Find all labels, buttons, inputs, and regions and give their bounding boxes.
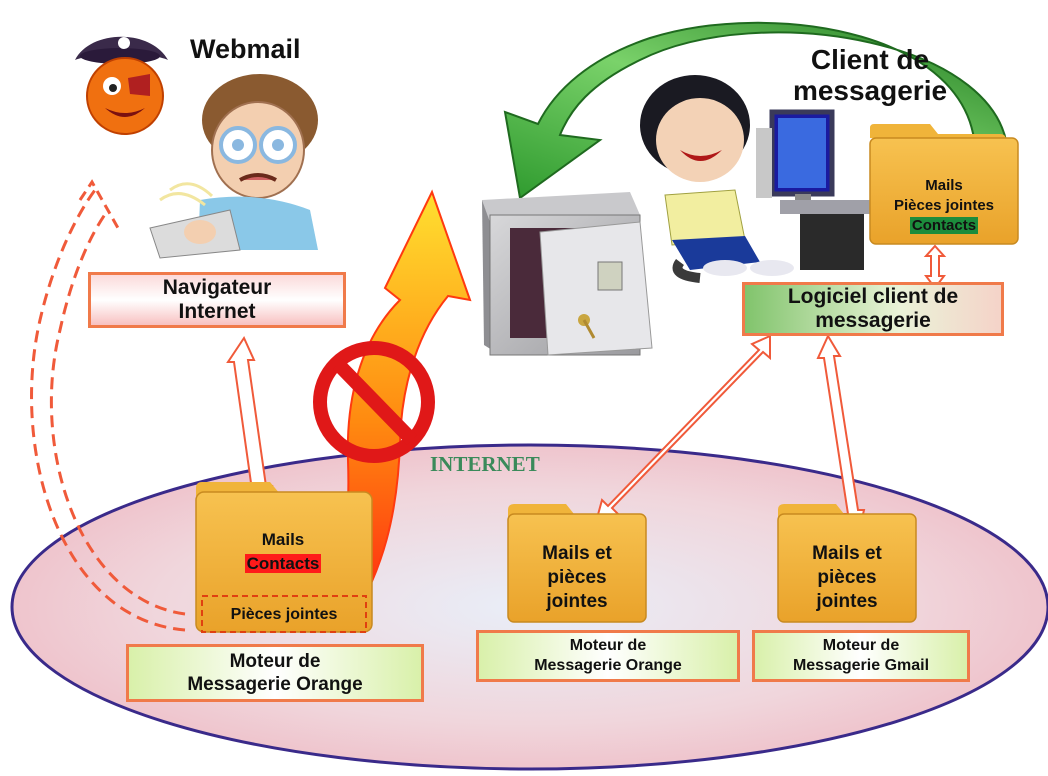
orange-folder-icon — [507, 504, 647, 623]
logiciel-line1: Logiciel client de — [787, 285, 959, 308]
dashed-arrow-head — [78, 179, 120, 229]
moteur-orange-left-box: Moteur de Messagerie Orange — [126, 644, 424, 702]
gmail-folder-line3: jointes — [816, 591, 878, 612]
moteur-orange-left-bg — [126, 644, 424, 702]
gmail-folder-text: Mails et pièces jointes — [780, 542, 914, 614]
client-folder-pieces: Pièces jointes — [893, 197, 995, 214]
moteur-gmail-bg — [752, 630, 970, 682]
moteur-orange-mid-box: Moteur de Messagerie Orange — [476, 630, 740, 682]
pirate-icon — [75, 36, 168, 135]
girl-at-computer-illustration — [640, 75, 870, 283]
orange-folder-line2: pièces — [547, 567, 607, 588]
client-title-line2: messagerie — [792, 75, 948, 106]
internet-label: INTERNET — [430, 452, 540, 476]
orange-folder-text: Mails et pièces jointes — [510, 542, 644, 614]
forbidden-icon — [313, 341, 435, 463]
client-folder-icon — [869, 124, 1019, 245]
client-title-line1: Client de — [810, 44, 930, 75]
navigateur-line1: Navigateur — [162, 276, 272, 299]
moteur-orange-mid-line2: Messagerie Orange — [534, 657, 682, 674]
client-folder-mails: Mails — [925, 177, 963, 194]
logiciel-box-bg — [742, 282, 1004, 336]
moteur-orange-mid-line1: Moteur de — [569, 637, 647, 654]
moteur-orange-mid-bg — [476, 630, 740, 682]
logiciel-line2: messagerie — [815, 309, 931, 332]
webmail-label: Webmail — [190, 34, 301, 64]
webmail-folder-mails: Mails — [261, 530, 305, 549]
logiciel-client-box: Logiciel client de messagerie — [742, 282, 1004, 336]
webmail-folder-contacts: Contacts — [244, 554, 322, 573]
orange-folder-line1: Mails et — [542, 543, 612, 564]
green-curved-arrow — [503, 21, 1010, 200]
gmail-folder-line2: pièces — [817, 567, 877, 588]
gmail-folder-icon — [777, 504, 917, 623]
moteur-gmail-line2: Messagerie Gmail — [792, 657, 930, 674]
navigateur-box-bg — [88, 272, 346, 328]
client-folder-contacts: Contacts — [909, 217, 979, 234]
safe-icon — [482, 192, 653, 356]
dashed-arrow-left — [30, 189, 186, 632]
moteur-gmail-line1: Moteur de — [822, 637, 900, 654]
navigateur-line2: Internet — [178, 300, 256, 323]
navigateur-internet-box: Navigateur Internet — [88, 272, 346, 328]
gmail-folder-line1: Mails et — [812, 543, 882, 564]
moteur-gmail-box: Moteur de Messagerie Gmail — [752, 630, 970, 682]
webmail-folder-pieces: Pièces jointes — [230, 606, 338, 623]
orange-folder-line3: jointes — [546, 591, 608, 612]
webmail-folder-text: Mails Contacts — [198, 528, 368, 576]
moteur-orange-left-line1: Moteur de — [229, 651, 321, 672]
moteur-orange-left-line2: Messagerie Orange — [187, 674, 363, 695]
client-title: Client de messagerie — [770, 44, 970, 106]
frustrated-user-illustration — [149, 74, 318, 259]
client-folder-text: Mails Pièces jointes Contacts — [872, 176, 1016, 236]
